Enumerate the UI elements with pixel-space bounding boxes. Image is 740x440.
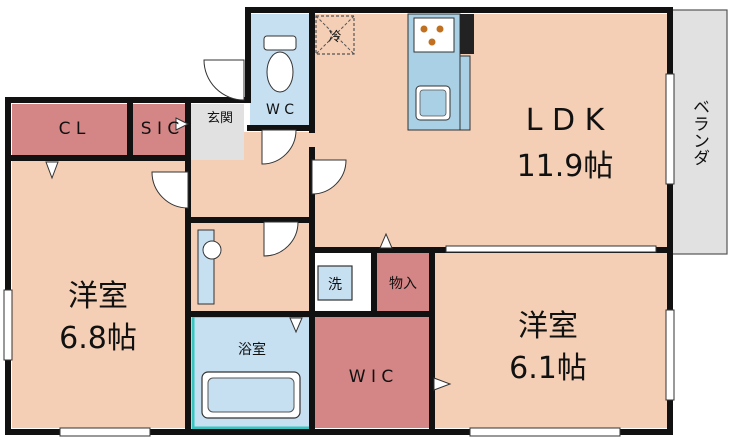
door-marker: [175, 117, 190, 131]
western-room-1-floor: [12, 160, 187, 428]
washer-slot: [317, 265, 353, 301]
sliding-door: [445, 245, 657, 253]
storage-floor: [376, 252, 431, 312]
burner-icon: [436, 25, 444, 33]
toilet-bowl: [266, 51, 294, 93]
veranda-floor: [670, 9, 728, 255]
western-room-2-label: 洋室: [518, 309, 578, 344]
cl-floor: [12, 104, 128, 156]
cooktop: [413, 17, 455, 53]
windows: [3, 73, 675, 437]
toilet-tank: [263, 35, 297, 51]
burner-icon: [420, 25, 428, 33]
wc-label: W C: [266, 102, 294, 118]
ldk-label: L D K: [526, 103, 606, 138]
wic-floor: [314, 316, 429, 428]
fridge-label: 冷: [328, 30, 341, 45]
wash-label: 洗: [328, 277, 342, 293]
burner-icon: [428, 38, 436, 46]
ldk-floor: [312, 14, 667, 248]
western-room-1-label: 洋室: [68, 279, 128, 314]
ldk-size: 11.9帖: [517, 149, 614, 184]
sic-floor: [132, 104, 188, 156]
cl-label: C L: [59, 119, 86, 139]
western-room-1-size: 6.8帖: [59, 321, 137, 356]
range-hood: [460, 14, 474, 54]
wic-label: W I C: [349, 367, 394, 387]
veranda-label: ベランダ: [689, 98, 709, 166]
bathtub-inner: [207, 377, 295, 413]
door-marker: [289, 317, 303, 334]
storage-label: 物入: [389, 276, 417, 292]
western-room-2-floor: [433, 250, 667, 428]
doors: [151, 59, 347, 257]
door-marker: [433, 377, 452, 391]
fridge-space: [315, 15, 355, 55]
bath-label: 浴室: [238, 341, 266, 358]
door-marker: [379, 232, 393, 249]
washbasin-bowl: [202, 240, 222, 260]
door-marker: [45, 161, 59, 180]
sic-label: S I C: [141, 119, 179, 139]
kitchen-side-panel: [459, 55, 471, 131]
entrance-label: 玄関: [207, 111, 233, 126]
western-room-2-size: 6.1帖: [509, 351, 587, 386]
sink-basin: [419, 89, 447, 117]
entrance-floor: [190, 104, 244, 160]
